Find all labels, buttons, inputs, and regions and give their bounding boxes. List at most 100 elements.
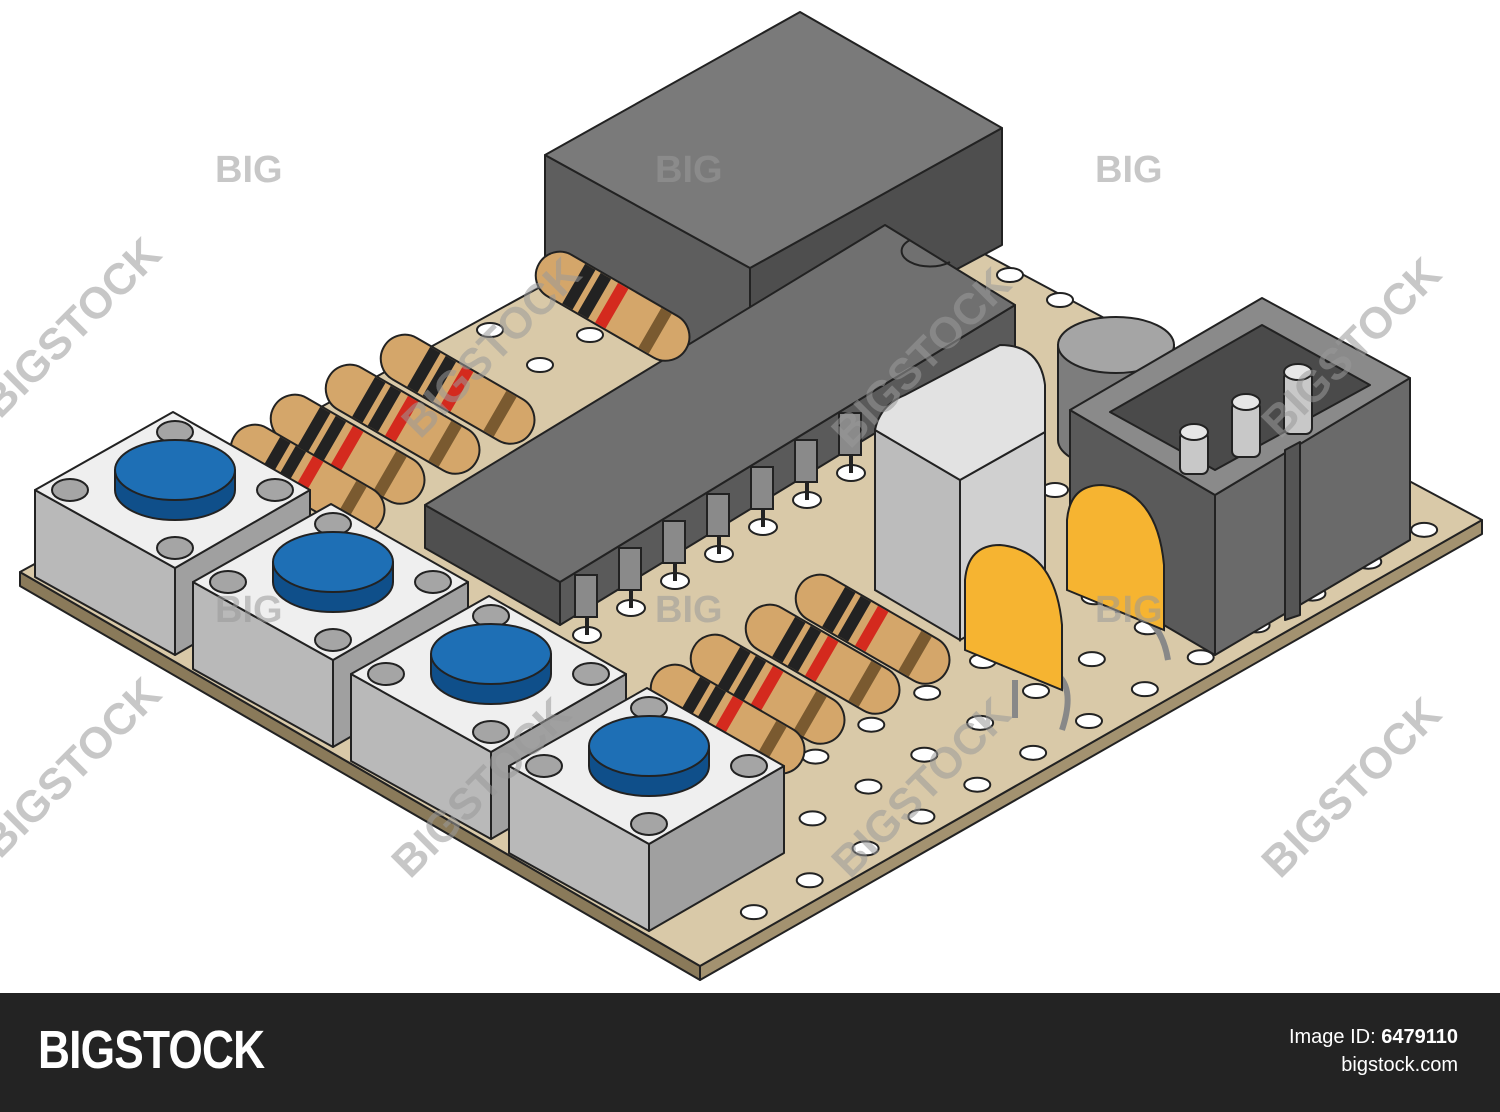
board-hole [1077,651,1106,668]
resistor-band [855,605,889,652]
board-hole [1410,521,1439,538]
footer-bar: BIGSTOCK Image ID: 6479110 bigstock.com [0,993,1500,1112]
resistor-band [898,630,932,677]
button-screw [156,536,194,560]
board-hole [913,684,942,701]
resistor [744,603,901,715]
resistor-band [822,586,856,633]
watermark-bigstock: BIGSTOCK [1252,689,1450,887]
button-cap[interactable] [588,715,710,777]
watermark-bigstock: BIGSTOCK [0,229,171,427]
board-hole [1046,292,1074,308]
button-screw [730,754,768,778]
pin-header-connector [1069,297,1411,656]
ic-pin [574,574,598,618]
watermark-big: BIG [215,589,283,631]
ic-pin [618,547,642,591]
board-hole [576,327,604,343]
resistor-band [750,665,784,712]
resistor-band [848,660,882,707]
button-screw [472,720,510,744]
resistor [269,393,426,505]
button-cap[interactable] [430,623,552,685]
resistors [229,250,951,775]
resistor-band [562,263,596,310]
button-cap[interactable] [272,531,394,593]
button-screw [51,478,89,502]
board-hole [857,716,886,733]
resistor-band [732,655,767,702]
board-hole [910,746,939,763]
resistor [689,633,846,745]
resistor-band [407,346,441,393]
board-hole [1186,649,1215,666]
button-screw [256,478,294,502]
board-hole [798,810,827,827]
button-screw [367,662,405,686]
board-hole [526,357,554,373]
button-screw [414,570,452,594]
board-hole [907,808,936,825]
bigstock-logo: BIGSTOCK [38,1020,265,1080]
watermark-bigstock: BIGSTOCK [0,669,171,867]
resistor-band [787,625,822,672]
button-screw [572,662,610,686]
resistor-band [330,425,364,472]
board-hole [476,322,504,338]
board-hole [963,776,992,793]
board-hole [801,748,830,765]
resistor-band [772,616,806,663]
resistor-band [638,307,672,354]
button-cap[interactable] [114,439,236,501]
resistor [379,333,536,445]
board-hole [854,778,883,795]
resistor-band [440,365,474,412]
image-meta: Image ID: 6479110 bigstock.com [1289,1023,1458,1079]
image-id-label: Image ID: [1288,1026,1376,1048]
resistor-band [577,272,612,319]
board-hole [1130,681,1159,698]
watermark-big: BIG [655,149,723,191]
button-screw [630,812,668,836]
push-button[interactable] [508,687,785,932]
board-hole [1022,683,1050,699]
button-screw [314,628,352,652]
watermark-big: BIG [655,589,723,631]
board-hole [996,267,1024,283]
resistor-band [483,390,517,437]
tactile-buttons [34,411,785,932]
board-hole [739,904,768,921]
resistor-band [793,690,827,737]
site-url[interactable]: bigstock.com [1341,1054,1458,1076]
resistor-band [428,420,462,467]
capacitor [964,543,1063,692]
board-hole [1019,744,1048,761]
resistor-band [352,376,386,423]
resistor-band [422,355,457,402]
board-hole [795,872,824,889]
button-screw [525,754,563,778]
resistor-band [312,415,347,462]
resistor-band [837,595,872,642]
ic-pins [572,412,866,644]
watermark-big: BIG [1095,589,1163,631]
ic-pin [662,520,686,564]
resistor [794,573,951,685]
button-screw [209,570,247,594]
board-hole [966,714,995,731]
resistor-band [805,635,839,682]
board-hole [851,840,880,857]
ic-pin [750,466,774,510]
image-id: 6479110 [1381,1026,1458,1048]
watermark-big: BIG [1095,149,1163,191]
resistor-band [385,395,419,442]
resistor-band [373,450,407,497]
resistor-band [297,406,331,453]
resistor-band [367,385,402,432]
resistor [534,250,691,362]
ic-pin [794,439,818,483]
resistor [324,363,481,475]
resistor-band [717,646,751,693]
capacitor [1066,483,1165,632]
